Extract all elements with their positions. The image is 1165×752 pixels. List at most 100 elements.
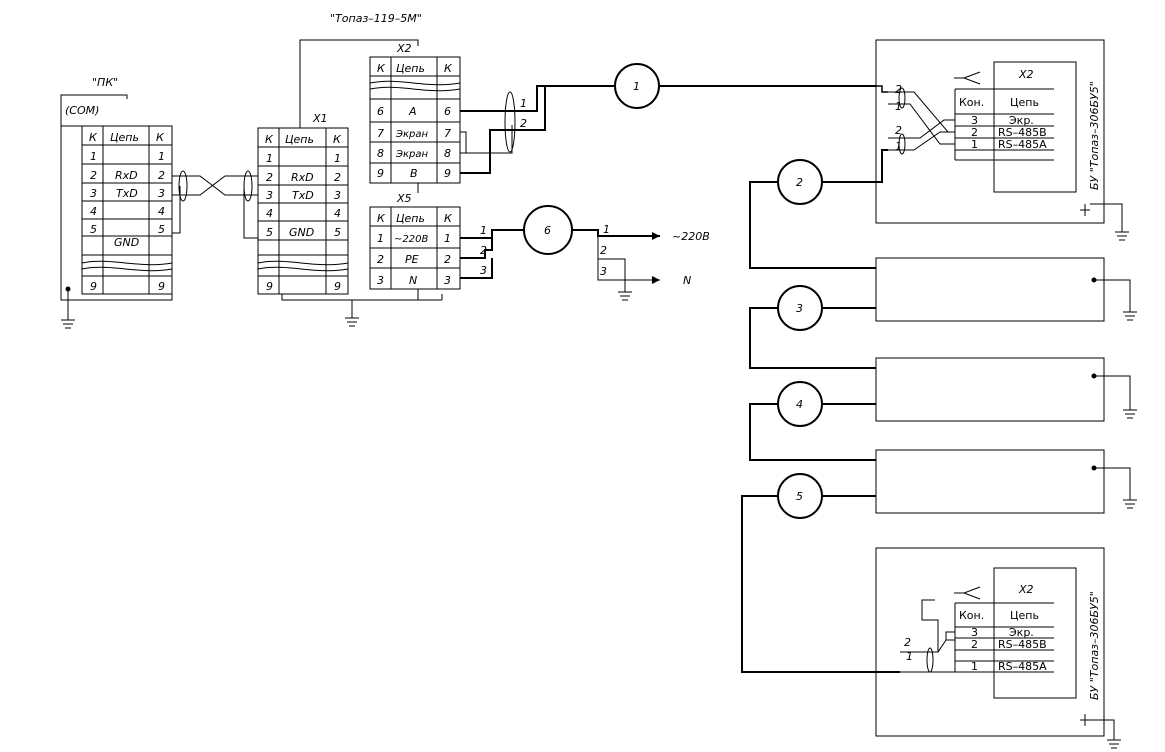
bu-first-connector: Х2 (1018, 68, 1034, 81)
power-in-label-3: 3 (480, 264, 487, 277)
pc-row-4-c: 4 (158, 205, 165, 218)
ground-bu-first-icon (1115, 231, 1129, 241)
x1-row-5-b: GND (289, 226, 314, 239)
x1-row-3-a: 3 (266, 189, 273, 202)
supply-220-label: ~220В (672, 230, 710, 243)
cable-4-badge: 4 (777, 381, 823, 427)
cable-1-number: 1 (633, 80, 640, 93)
x1-header-k1: К (265, 133, 274, 146)
bu-first-row-1-k: 1 (971, 138, 978, 151)
x2-row-8-b: Экран (395, 149, 428, 160)
cable-5-badge: 5 (777, 473, 823, 519)
bu-last-vertical-label: БУ "Топаз–306БУ5" (1088, 591, 1101, 700)
x1-row-9-c: 9 (334, 280, 341, 293)
pc-row-4-a: 4 (90, 205, 97, 218)
pc-title: "ПК" (92, 76, 118, 89)
cable-3-number: 3 (796, 302, 803, 315)
cable-3-badge: 3 (777, 285, 823, 331)
bu-last-wire-2: 1 (906, 650, 913, 663)
power-wiring: 1 2 3 1 2 3 ~220В N (460, 223, 710, 301)
cable-6-number: 6 (544, 224, 551, 237)
bu-first-wire-1: 2 (895, 83, 902, 96)
x5-row-3-a: 3 (377, 274, 384, 287)
x1-row-4-a: 4 (266, 207, 273, 220)
x5-connector: Х5 К Цепь К 1 ~220В 1 2 PE 2 3 N 3 (369, 192, 461, 290)
x1-header-k2: К (333, 133, 342, 146)
x5-header-k1: К (377, 212, 386, 225)
x2-row-6-a: 6 (377, 105, 384, 118)
x2-row-8-a: 8 (377, 147, 384, 160)
bu-unit-2 (875, 257, 1137, 322)
pc-row-9-c: 9 (158, 280, 165, 293)
power-in-label-2: 2 (480, 244, 487, 257)
x2-out-label-2: 2 (520, 117, 527, 130)
bu-last-row-3-k: 3 (971, 626, 978, 639)
x1-row-5-c: 5 (334, 226, 341, 239)
x2-connector: Х2 К Цепь К 6 A 6 7 Экран 7 8 Экран 8 9 … (369, 42, 461, 184)
bu-unit-4 (875, 449, 1137, 514)
x5-row-2-b: PE (405, 253, 419, 266)
x1-row-1-a: 1 (266, 152, 273, 165)
power-in-label-1: 1 (480, 224, 487, 237)
pc-row-1-c: 1 (158, 150, 165, 163)
power-out-label-1: 1 (603, 223, 610, 236)
pc-row-5-a: 5 (90, 223, 97, 236)
pc-header-k2: К (156, 131, 165, 144)
rs232-cable (172, 170, 258, 239)
bu-first-row-2-k: 2 (971, 126, 978, 139)
x2-row-7-a: 7 (377, 127, 384, 140)
topaz119-housing (299, 39, 419, 128)
pc-row-2-c: 2 (158, 169, 165, 182)
bu-unit-first: Х2 Кон. Цепь 3 Экр. 2 RS–485B 1 RS–485A … (875, 39, 1129, 241)
ground-pc-icon (61, 319, 75, 329)
pc-row-9-a: 9 (90, 280, 97, 293)
x1-row-2-a: 2 (266, 171, 273, 184)
x5-row-3-c: 3 (444, 274, 451, 287)
cable-5-number: 5 (796, 490, 803, 503)
pc-row-3-c: 3 (158, 187, 165, 200)
x2-name: Х2 (396, 42, 412, 55)
x2-row-8-c: 8 (444, 147, 451, 160)
pc-header-k1: К (89, 131, 98, 144)
x5-header-chain: Цепь (396, 212, 425, 225)
bu-first-row-1-c: RS–485A (998, 138, 1047, 151)
x1-row-5-a: 5 (266, 226, 273, 239)
x2-row-9-b: B (410, 167, 418, 180)
pc-row-3-a: 3 (90, 187, 97, 200)
x1-row-3-c: 3 (334, 189, 341, 202)
x5-name: Х5 (396, 192, 412, 205)
x2-header-k2: К (444, 62, 453, 75)
x1-connector: "Топаз–119–5М" Х1 К Цепь К 1 1 2 RxD 2 3… (257, 12, 422, 295)
bu-last-connector: Х2 (1018, 583, 1034, 596)
cable-1-badge: 1 (614, 63, 660, 109)
bu-first-row-3-c: Экр. (1009, 114, 1034, 127)
x2-header-k1: К (377, 62, 386, 75)
pc-row-2-a: 2 (90, 169, 97, 182)
x2-out-label-1: 1 (520, 97, 527, 110)
x1-row-3-b: TxD (292, 189, 314, 202)
x2-row-9-a: 9 (377, 167, 384, 180)
cable-6-badge: 6 (523, 205, 573, 255)
power-out-label-2: 2 (600, 244, 607, 257)
bu-first-wire-4: 1 (895, 140, 902, 153)
x1-header-chain: Цепь (285, 133, 314, 146)
pc-row-3-b: TxD (116, 187, 138, 200)
bu-last-header-k: Кон. (959, 609, 984, 622)
x5-row-1-c: 1 (444, 232, 451, 245)
bu-first-header-c: Цепь (1010, 96, 1039, 109)
x1-row-4-c: 4 (334, 207, 341, 220)
cable-2-number: 2 (796, 176, 803, 189)
power-out-label-3: 3 (600, 265, 607, 278)
ground-power-icon (618, 291, 632, 301)
ground-bu-last-icon (1107, 739, 1121, 749)
ground-bu-4-icon (1123, 499, 1137, 509)
bu-last-wire-1: 2 (904, 636, 911, 649)
x2-row-6-c: 6 (444, 105, 451, 118)
x5-header-k2: К (444, 212, 453, 225)
bu-first-row-2-c: RS–485B (998, 126, 1047, 139)
x2-row-7-c: 7 (444, 127, 451, 140)
bu-unit-last: Х2 Кон. Цепь 3 Экр. 2 RS–485B 1 RS–485A … (875, 547, 1121, 749)
x5-row-1-b: ~220В (394, 234, 428, 245)
pc-row-5-gnd: GND (114, 236, 139, 249)
